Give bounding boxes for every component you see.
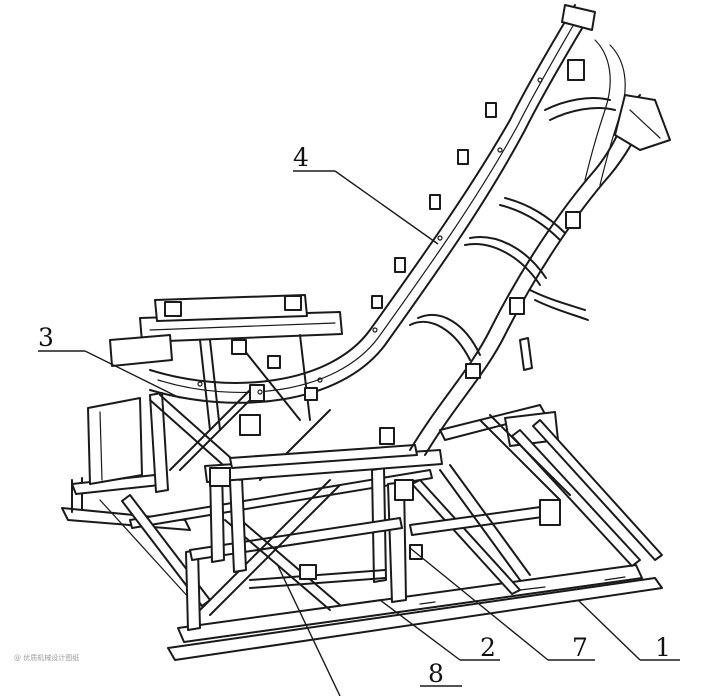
callout-2: 2 xyxy=(480,633,496,662)
watermark: @ 优质机械设计图纸 xyxy=(14,653,79,662)
leader-2 xyxy=(379,599,461,661)
callout-1: 1 xyxy=(655,633,671,662)
seat-bracket xyxy=(109,294,343,436)
callout-3: 3 xyxy=(38,323,54,352)
callout-8: 8 xyxy=(428,659,444,688)
leader-8 xyxy=(277,565,341,696)
backrest-frame xyxy=(149,4,671,456)
callout-labels: 4 3 2 7 1 8 xyxy=(38,143,671,688)
support-structure xyxy=(149,389,571,631)
callout-7: 7 xyxy=(572,633,588,662)
callout-4: 4 xyxy=(293,143,309,172)
base-frame xyxy=(61,397,663,661)
leader-7 xyxy=(409,547,549,661)
callout-leaders xyxy=(38,170,680,696)
leader-1 xyxy=(577,599,641,661)
